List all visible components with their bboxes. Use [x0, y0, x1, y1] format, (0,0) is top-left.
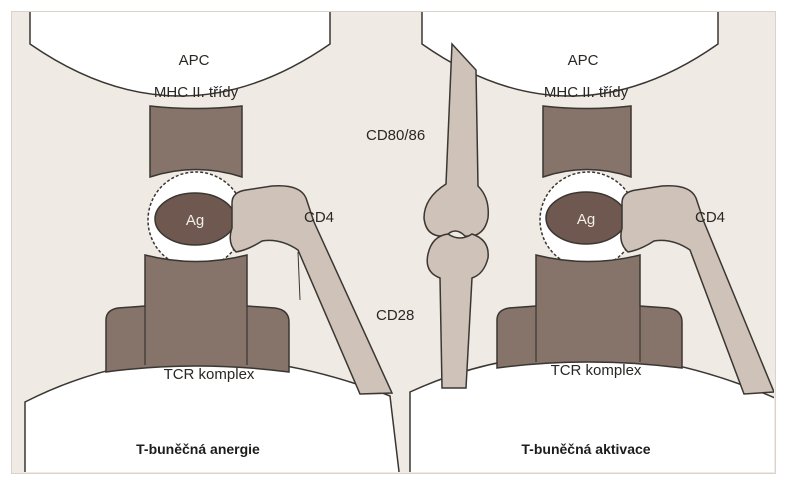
- apc-label-left: APC: [179, 52, 210, 69]
- tcr-label-left: TCR komplex: [164, 366, 255, 383]
- ag-label-right: Ag: [577, 211, 595, 228]
- panel-activation: [410, 0, 775, 480]
- panel-anergy: [25, 0, 400, 480]
- cd4-label-right: CD4: [695, 209, 725, 226]
- apc-cell: [30, 0, 330, 96]
- cd80-86-label: CD80/86: [366, 127, 425, 144]
- caption-activation: T-buněčná aktivace: [521, 441, 650, 457]
- cd28-molecule: [427, 234, 488, 388]
- mhc-label-right: MHC II. třídy: [544, 84, 629, 101]
- tcr-label-right: TCR komplex: [551, 362, 642, 379]
- tcr-complex: [497, 255, 682, 368]
- mhc-ii-molecule: [150, 106, 242, 177]
- cd28-label: CD28: [376, 307, 414, 324]
- tcr-complex: [106, 255, 289, 372]
- mhc-ii-molecule: [543, 106, 631, 177]
- mhc-label-left: MHC II. třídy: [154, 84, 239, 101]
- ag-label-left: Ag: [186, 212, 204, 229]
- cd4-label-left: CD4: [304, 209, 334, 226]
- caption-anergy: T-buněčná anergie: [136, 441, 260, 457]
- apc-label-right: APC: [568, 52, 599, 69]
